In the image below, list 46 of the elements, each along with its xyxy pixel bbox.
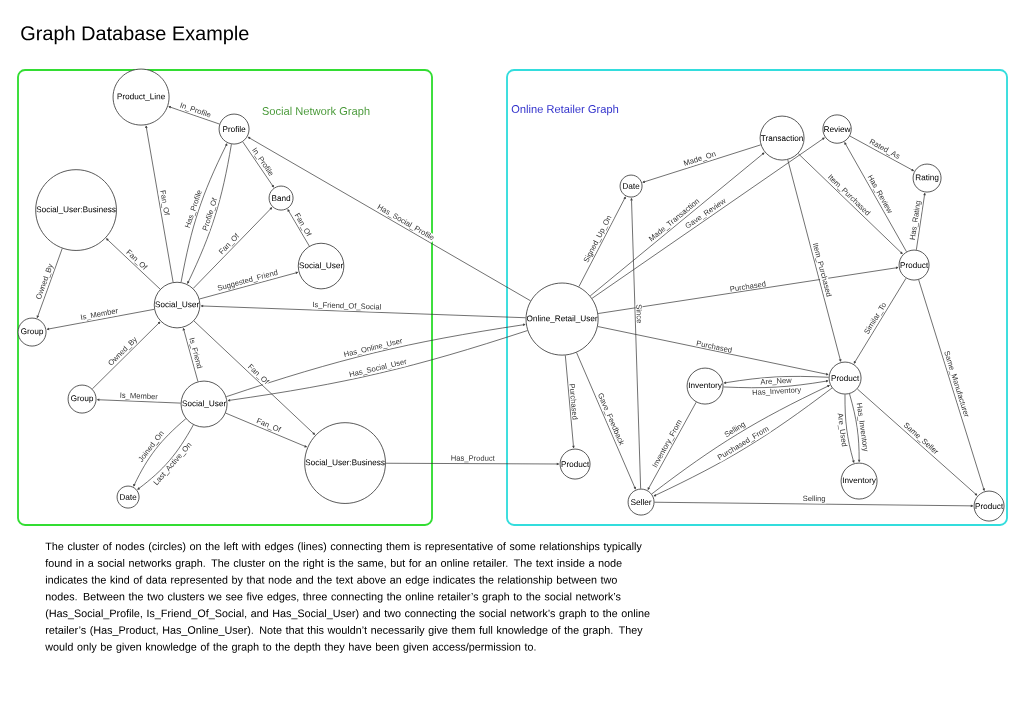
arrow: [145, 125, 174, 283]
arrow: [853, 277, 907, 364]
arrow: [565, 355, 575, 449]
arrow: [597, 326, 829, 376]
arrow: [187, 143, 232, 284]
arrow: [385, 462, 560, 466]
arrow: [844, 142, 907, 252]
arrow: [597, 266, 899, 314]
arrow: [849, 135, 914, 172]
arrow: [589, 152, 765, 297]
arrow: [182, 327, 199, 382]
arrow: [723, 376, 830, 384]
arrow: [918, 279, 985, 491]
arrow: [168, 106, 220, 125]
arrow: [180, 143, 228, 283]
arrow: [849, 393, 861, 463]
title: Graph Database Example: [21, 25, 249, 45]
arrow: [916, 192, 926, 251]
arrow: [787, 159, 842, 362]
arrow: [242, 141, 274, 188]
arrow: [578, 196, 626, 288]
arrow: [630, 198, 641, 490]
arrow: [91, 321, 161, 390]
arrow: [647, 401, 697, 490]
arrow: [36, 248, 63, 319]
arrow: [137, 424, 194, 490]
arrow: [247, 136, 531, 302]
arrow: [576, 352, 636, 490]
arrow: [192, 207, 273, 289]
arrow: [200, 304, 526, 319]
caption-paragraph: The cluster of nodes (circles) on the left with edges (lines) connecting them is representative of some relationships typically found in a social networks graph. The cluster on the right is the same, but for an online retailer. The text inside a node indicates the kind of data represented by that node and the text above an edge indicates the relationship between two nodes. Between the two clusters we see five edges, three connecting the online retailer’s graph to the social network’s (Has_Social_Profile, Is_Friend_Of_Social, and Has_Social_User) and two connecting the social network’s graph to the online retailer’s (Has_Product, Has_Online_User). Note that this wouldn’t necessarily give them full knowledge of the graph. They would only be given knowledge of the graph to the depth they have been given access/permission to.: [45, 542, 650, 653]
arrow: [857, 388, 978, 496]
arrow: [797, 153, 903, 255]
arrow: [97, 398, 182, 404]
arrow: [46, 308, 155, 331]
arrow: [642, 144, 762, 183]
arrow: [193, 320, 316, 435]
arrow: [844, 394, 855, 463]
arrow: [199, 271, 299, 300]
arrow: [287, 209, 310, 247]
arrow: [106, 238, 161, 290]
arrow: [723, 380, 829, 389]
arrow: [225, 412, 307, 448]
arrow: [133, 418, 187, 487]
arrow: [654, 501, 974, 507]
arrow: [591, 137, 825, 299]
